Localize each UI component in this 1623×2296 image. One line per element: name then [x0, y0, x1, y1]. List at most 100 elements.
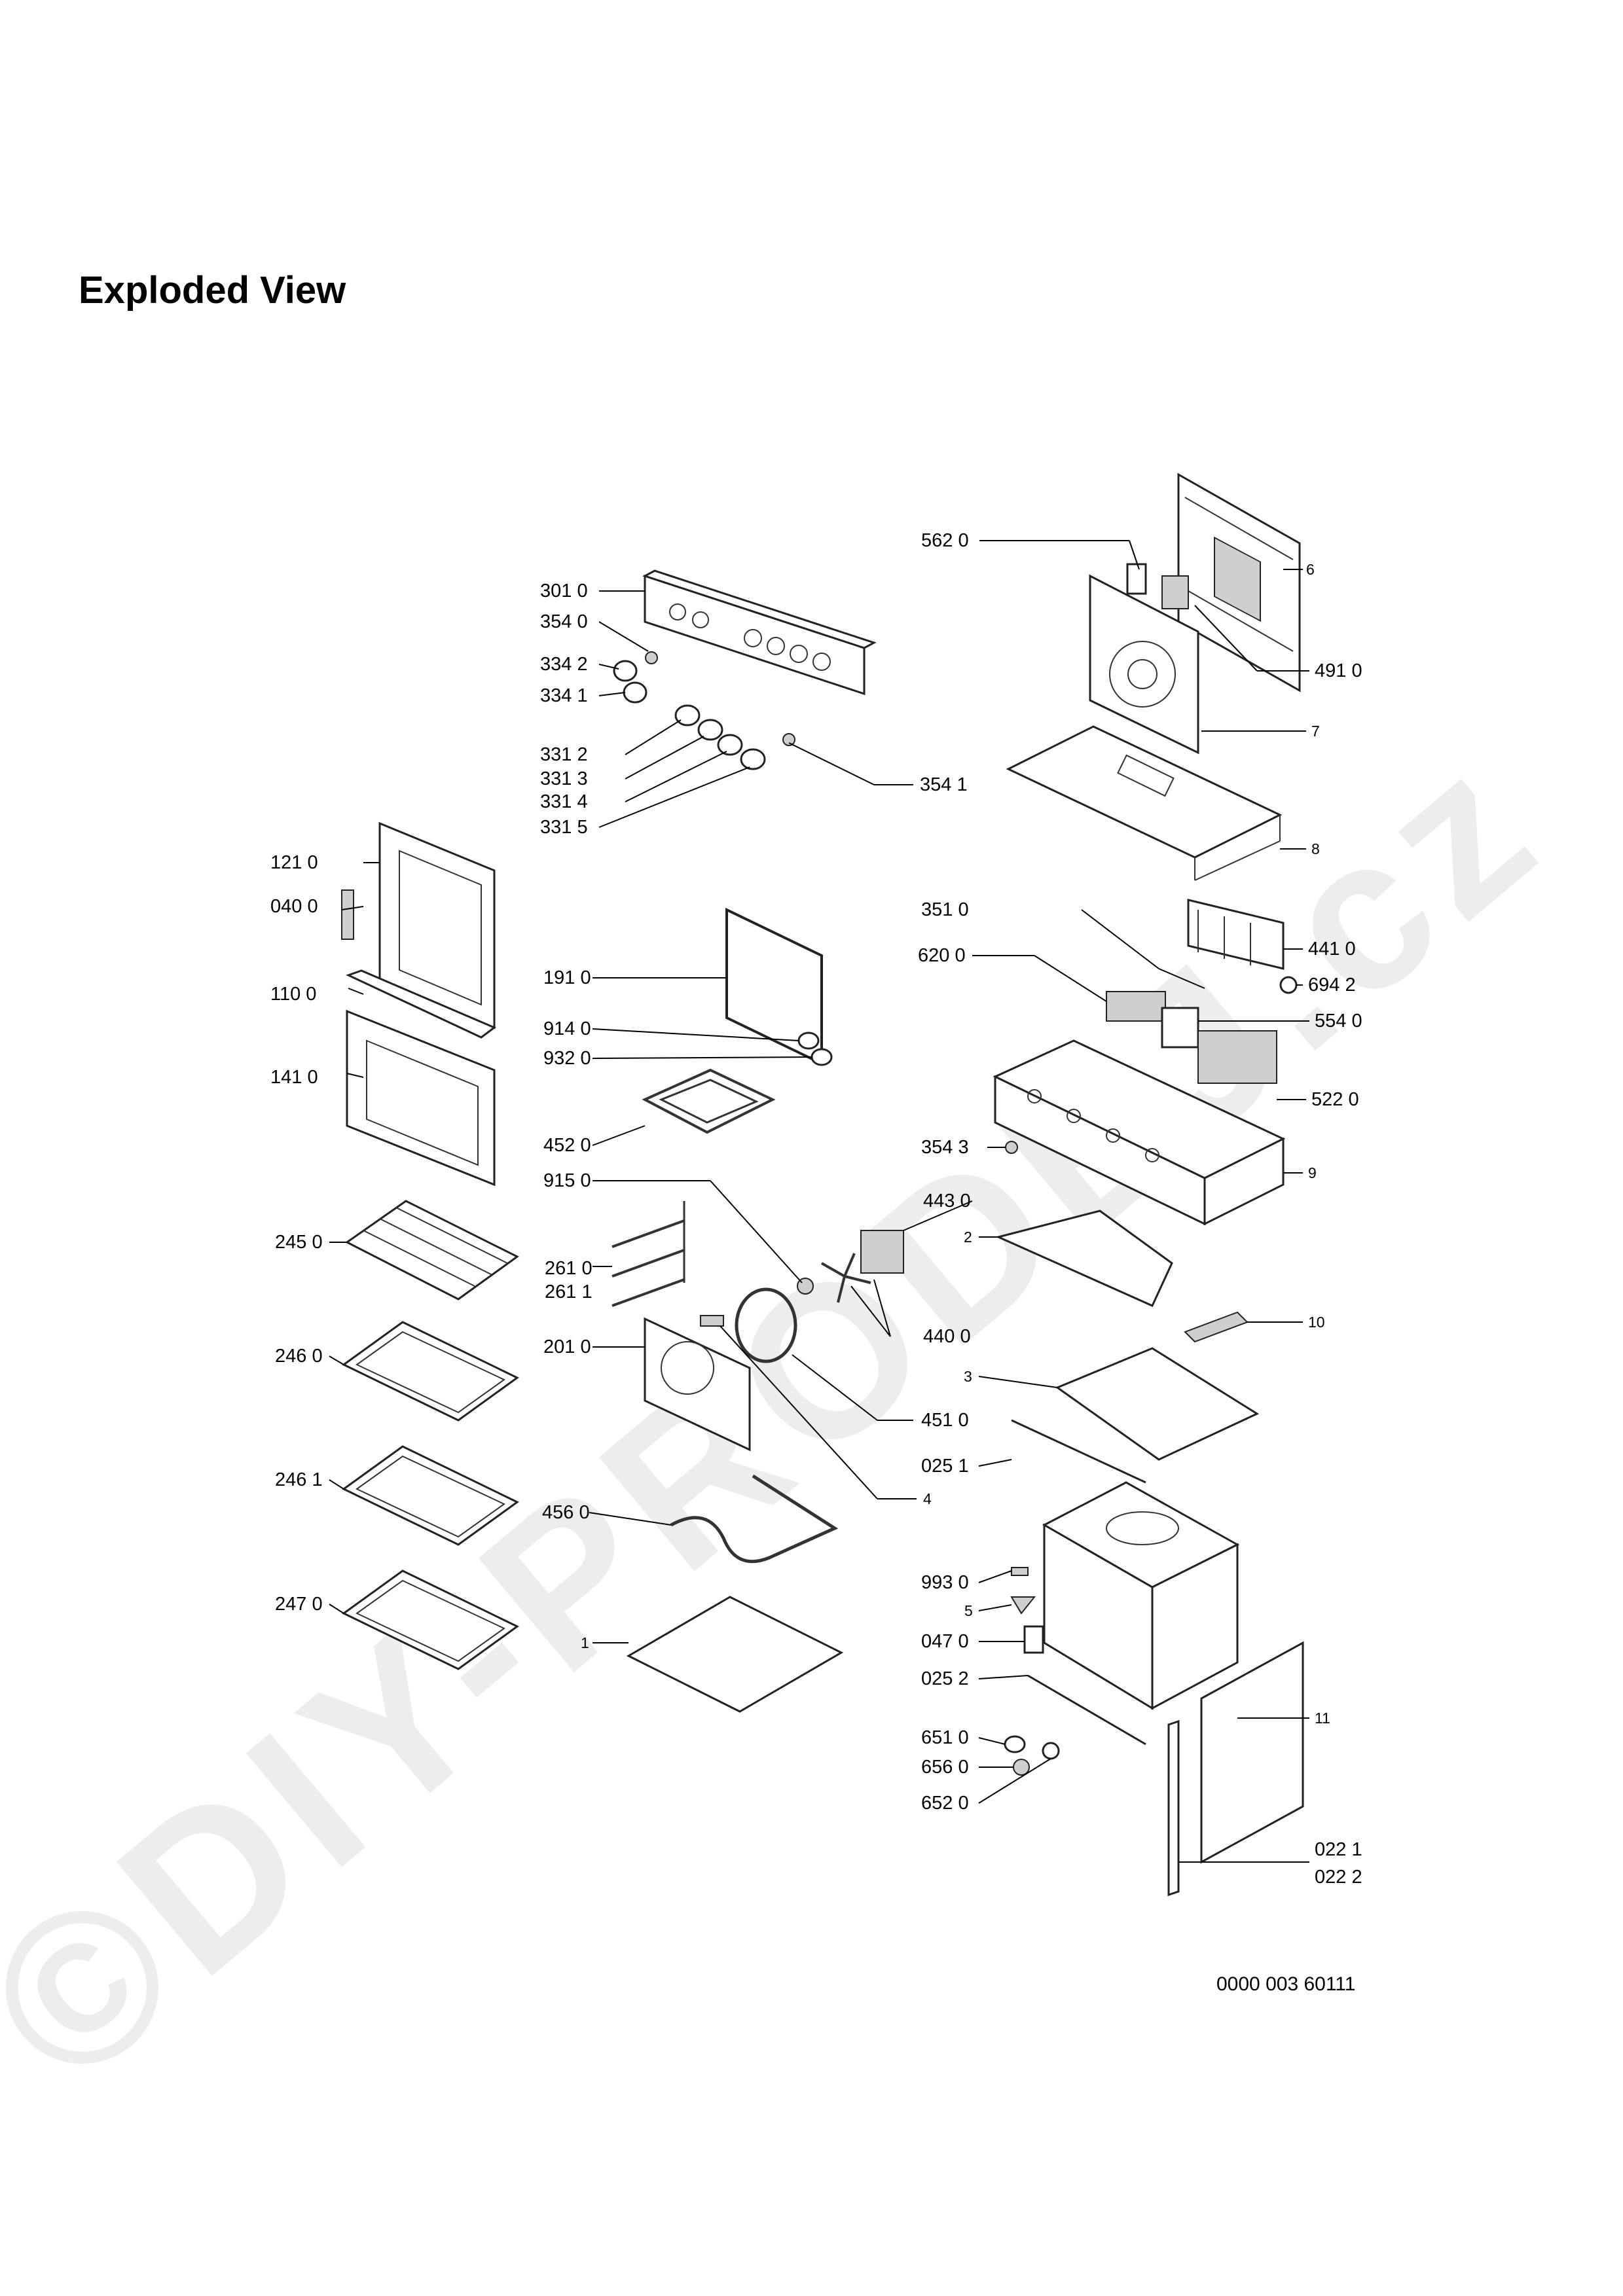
top-plate-part — [1006, 725, 1283, 881]
label-2450: 245 0 — [275, 1232, 323, 1253]
part-9930 — [1011, 1567, 1029, 1576]
label-3313: 331 3 — [540, 768, 588, 789]
label-3010: 301 0 — [540, 581, 588, 601]
oven-cavity-part — [1042, 1481, 1240, 1710]
control-housing-part — [993, 1039, 1286, 1226]
label-9140: 914 0 — [543, 1018, 591, 1039]
motor-part-5220 — [1197, 1030, 1277, 1084]
label-4910: 491 0 — [1315, 660, 1362, 681]
label-7: 7 — [1311, 723, 1320, 740]
label-0222: 022 2 — [1315, 1867, 1362, 1888]
label-2460: 246 0 — [275, 1346, 323, 1367]
part-labels: 562 0 301 0 354 0 334 2 334 1 331 2 331 … — [270, 530, 1362, 1888]
label-4400: 440 0 — [923, 1326, 971, 1347]
knob-parts — [613, 651, 795, 770]
label-1910: 191 0 — [543, 967, 591, 988]
label-0251: 025 1 — [921, 1456, 969, 1477]
label-2610: 261 0 — [545, 1258, 593, 1279]
label-0221: 022 1 — [1315, 1839, 1362, 1860]
label-3315: 331 5 — [540, 817, 588, 838]
rail-part-0252 — [1027, 1674, 1146, 1746]
label-3342: 334 2 — [540, 654, 588, 675]
label-9150: 915 0 — [543, 1170, 591, 1191]
label-2470: 247 0 — [275, 1594, 323, 1615]
bracket-part-4 — [700, 1315, 724, 1327]
label-9930: 993 0 — [921, 1572, 969, 1593]
fan-cover-part — [644, 1317, 751, 1452]
part-6510 — [1004, 1735, 1026, 1753]
page-title: Exploded View — [79, 269, 346, 312]
control-panel-part — [642, 569, 877, 696]
label-3510: 351 0 — [921, 899, 969, 920]
rear-plate-part — [1089, 574, 1199, 755]
label-6510: 651 0 — [921, 1727, 969, 1748]
part-0470 — [1023, 1625, 1044, 1654]
label-3543: 354 3 — [921, 1137, 969, 1158]
door-glass-part — [346, 1009, 496, 1187]
tray-part-2 — [995, 1210, 1173, 1307]
label-1: 1 — [581, 1634, 589, 1651]
watermark: ©DIY-PRODEJ.cz — [0, 700, 1584, 2131]
grill-element-part — [642, 1068, 776, 1134]
label-6200: 620 0 — [918, 945, 966, 966]
tangential-fan-part — [1187, 899, 1285, 970]
handle-part-1100 — [346, 969, 496, 1039]
part-9140 — [797, 1031, 820, 1050]
hinge-part-0400 — [341, 889, 354, 940]
label-9: 9 — [1308, 1164, 1317, 1181]
label-2611: 261 1 — [545, 1282, 593, 1302]
baking-tray-part-2470 — [342, 1570, 519, 1670]
document-number: 0000 003 60111 — [1216, 1973, 1356, 1995]
label-3312: 331 2 — [540, 744, 588, 765]
label-8: 8 — [1311, 840, 1320, 857]
label-1100: 110 0 — [270, 984, 316, 1005]
label-10: 10 — [1308, 1314, 1325, 1331]
bottom-element-part-4560 — [670, 1474, 839, 1564]
label-4410: 441 0 — [1308, 939, 1356, 960]
label-2010: 201 0 — [543, 1336, 591, 1357]
label-6520: 652 0 — [921, 1793, 969, 1814]
floor-plate-part-1 — [626, 1596, 844, 1713]
label-1410: 141 0 — [270, 1067, 318, 1088]
label-4520: 452 0 — [543, 1135, 591, 1156]
label-0470: 047 0 — [921, 1631, 969, 1652]
label-3341: 334 1 — [540, 685, 588, 706]
thermostat-part-5540 — [1161, 1007, 1199, 1049]
leader-lines — [329, 540, 1309, 1863]
side-rack-part — [611, 1201, 685, 1307]
label-6942: 694 2 — [1308, 975, 1356, 996]
part-9320 — [811, 1048, 833, 1066]
part-6520 — [1042, 1742, 1060, 1760]
label-6560: 656 0 — [921, 1757, 969, 1778]
part-3543 — [1005, 1141, 1018, 1154]
wire-rack-part — [345, 1200, 519, 1300]
baking-tray-part-2461 — [342, 1445, 519, 1546]
part-6560 — [1013, 1759, 1030, 1776]
part-4910 — [1161, 575, 1189, 609]
part-5 — [1010, 1596, 1036, 1615]
rail-part-0251 — [1011, 1419, 1146, 1484]
ring-element-part-4510 — [735, 1287, 797, 1363]
label-5220: 522 0 — [1311, 1089, 1359, 1110]
label-4: 4 — [923, 1490, 932, 1507]
label-4560: 456 0 — [542, 1502, 590, 1523]
label-0252: 025 2 — [921, 1668, 969, 1689]
back-panel-part — [1177, 473, 1301, 692]
label-5540: 554 0 — [1315, 1011, 1362, 1031]
label-2461: 246 1 — [275, 1469, 323, 1490]
strip-part-0221 — [1167, 1719, 1180, 1897]
bracket-part-10 — [1184, 1311, 1249, 1343]
label-4510: 451 0 — [921, 1410, 969, 1431]
switch-part-6200 — [1106, 991, 1166, 1022]
part-5620 — [1126, 563, 1147, 595]
label-0400: 040 0 — [270, 896, 318, 917]
label-5: 5 — [964, 1602, 973, 1619]
baking-tray-part-2460 — [342, 1321, 519, 1422]
label-9320: 932 0 — [543, 1048, 591, 1069]
label-6: 6 — [1306, 561, 1315, 578]
plate-part-3 — [1055, 1347, 1260, 1461]
label-1210: 121 0 — [270, 852, 318, 873]
label-3540: 354 0 — [540, 611, 588, 632]
label-11: 11 — [1315, 1710, 1330, 1727]
label-3541: 354 1 — [920, 774, 968, 795]
